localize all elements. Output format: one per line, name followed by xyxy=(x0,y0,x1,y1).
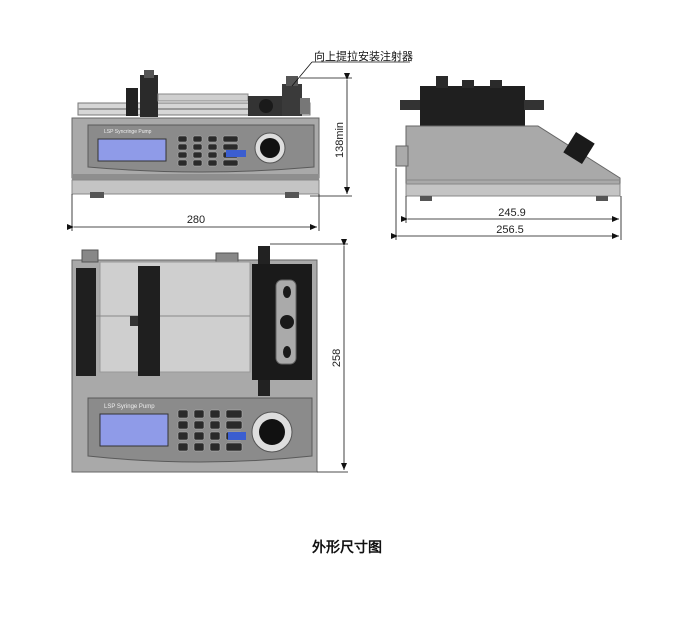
keypad-key xyxy=(177,151,188,159)
keypad-key xyxy=(225,420,243,430)
keypad-key xyxy=(222,135,239,143)
dim-front-height: 138min xyxy=(334,122,346,158)
keypad-key xyxy=(192,135,203,143)
top-knob xyxy=(259,419,285,445)
front-panel-label: LSP Syncringe Pump xyxy=(104,129,152,135)
keypad-key xyxy=(177,143,188,151)
keypad-key xyxy=(209,431,221,441)
side-clamp-block xyxy=(420,86,525,126)
keypad-key xyxy=(193,431,205,441)
keypad-key xyxy=(225,409,243,419)
front-dimensions: 280 138min 向上提拉安装注射器 xyxy=(67,49,413,231)
keypad-key xyxy=(177,159,188,167)
keypad-key xyxy=(207,151,218,159)
front-view: LSP Syncringe Pump xyxy=(71,70,320,198)
keypad-key xyxy=(207,143,218,151)
front-lcd-screen xyxy=(97,138,167,162)
keypad-key xyxy=(193,420,205,430)
keypad-key xyxy=(192,143,203,151)
top-rail-area xyxy=(99,261,251,373)
top-panel-label: LSP Syringe Pump xyxy=(104,404,155,410)
front-pusher-block xyxy=(140,75,158,117)
top-view: LSP Syringe Pump xyxy=(71,246,318,473)
side-knob xyxy=(563,131,595,165)
keypad-key xyxy=(225,442,243,452)
keypad-key xyxy=(177,409,189,419)
dim-side-inner: 245.9 xyxy=(498,207,526,219)
top-pusher-block xyxy=(138,266,160,376)
keypad-key xyxy=(222,159,239,167)
top-lcd-screen xyxy=(99,413,169,447)
keypad-key xyxy=(177,135,188,143)
keypad-key xyxy=(207,135,218,143)
keypad-key xyxy=(222,143,239,151)
keypad-key xyxy=(209,442,221,452)
keypad-key xyxy=(209,409,221,419)
dim-side-outer: 256.5 xyxy=(496,224,524,236)
front-knob xyxy=(260,138,280,158)
top-dimensions: 258 xyxy=(270,239,348,473)
keypad-key xyxy=(192,159,203,167)
keypad-key xyxy=(192,151,203,159)
front-pusher-block xyxy=(126,88,138,116)
keypad-key xyxy=(177,442,189,452)
install-annotation: 向上提拉安装注射器 xyxy=(314,49,413,63)
front-blue-key xyxy=(226,150,246,157)
keypad-key xyxy=(209,420,221,430)
keypad-key xyxy=(193,442,205,452)
side-view xyxy=(395,76,621,201)
top-blue-key xyxy=(228,432,246,440)
side-dimensions: 245.9 256.5 xyxy=(391,168,622,240)
keypad-key xyxy=(207,159,218,167)
keypad-key xyxy=(193,409,205,419)
figure-caption: 外形尺寸图 xyxy=(312,540,382,556)
dim-front-width: 280 xyxy=(187,214,205,226)
top-left-bracket xyxy=(76,268,96,376)
dim-top-depth: 258 xyxy=(331,349,343,367)
keypad-key xyxy=(177,420,189,430)
keypad-key xyxy=(177,431,189,441)
